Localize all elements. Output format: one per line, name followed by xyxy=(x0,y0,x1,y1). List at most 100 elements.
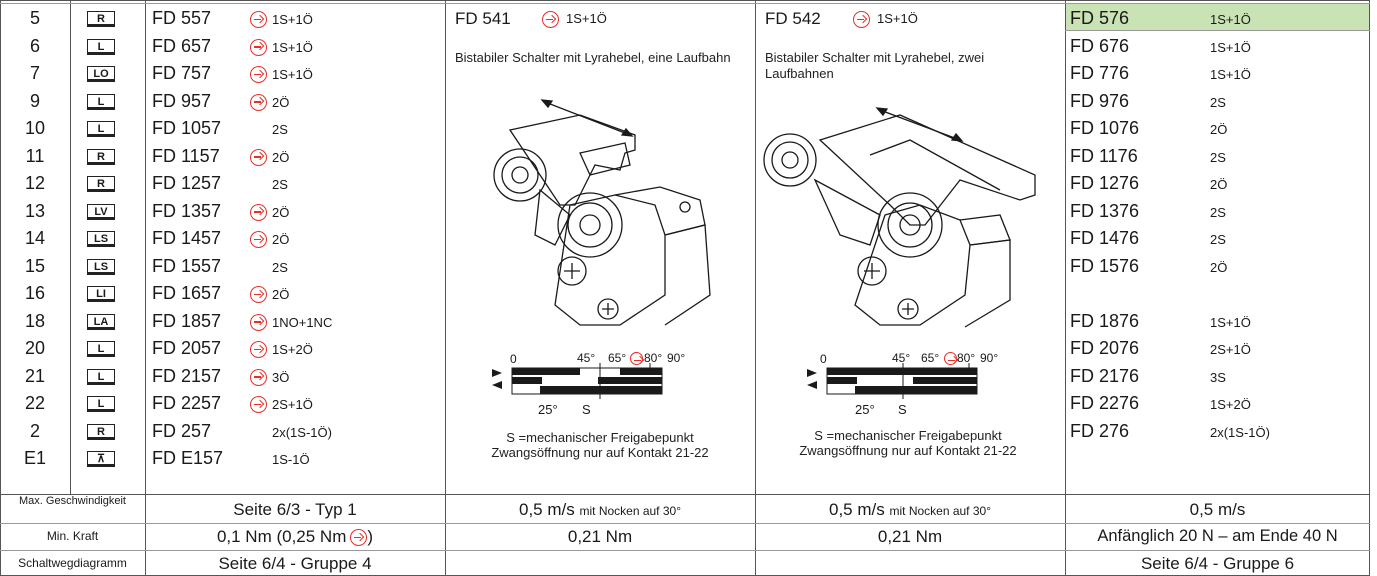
part-number: FD 1476 xyxy=(1070,228,1140,248)
actuator-code-badge: LI xyxy=(87,286,115,302)
diagram-65: 65° xyxy=(608,351,627,365)
part-number: FD 676 xyxy=(1070,35,1130,56)
positive-opening-icon xyxy=(250,93,267,111)
positive-opening-icon xyxy=(250,231,267,248)
row-number: 21 xyxy=(24,365,46,386)
part-number: FD 1057 xyxy=(152,118,222,138)
part-number: FD 757 xyxy=(152,63,212,83)
actuator-code-badge: R xyxy=(87,148,115,165)
diagram-45: 45° xyxy=(892,351,911,365)
contact-type: 1S-1Ö xyxy=(272,452,310,467)
row-number: 6 xyxy=(29,35,40,56)
row-number: 2 xyxy=(29,420,40,441)
fd542-note: S =mechanischer Freigabepunkt Zwangsöffn… xyxy=(758,428,1058,458)
diagram-label: Schaltwegdiagramm xyxy=(18,556,127,570)
actuator-code-badge: LV xyxy=(87,203,115,220)
part-number: FD 1157 xyxy=(152,145,220,166)
contact-type: 2Ö xyxy=(272,94,290,110)
diagram-45: 45° xyxy=(577,351,596,365)
positive-opening-icon xyxy=(630,352,643,365)
part-number: FD 1876 xyxy=(1070,310,1140,331)
part-number: FD 1357 xyxy=(152,200,222,221)
contact-type: 2S xyxy=(272,177,288,192)
diagram-80: 80° xyxy=(644,351,663,365)
contact-type: 2Ö xyxy=(272,204,290,220)
contact-type: 2S+1Ö xyxy=(272,397,313,412)
part-number: FD 2157 xyxy=(152,365,222,386)
contact-type: 2x(1S-1Ö) xyxy=(272,424,332,440)
positive-opening-icon xyxy=(250,203,267,221)
part-number: FD 1276 xyxy=(1070,173,1140,193)
contact-type: 1S+1Ö xyxy=(1210,314,1251,330)
part-number: FD 1457 xyxy=(152,228,222,248)
contact-type: 2Ö xyxy=(1210,177,1228,192)
contact-type: 2Ö xyxy=(272,149,290,165)
positive-opening-note: Zwangsöffnung nur auf Kontakt 21-22 xyxy=(799,443,1017,458)
diagram-25: 25° xyxy=(538,402,558,417)
positive-opening-icon xyxy=(250,313,267,331)
actuator-code-badge: R xyxy=(87,11,115,27)
actuator-code-badge: R xyxy=(87,176,115,192)
contact-type: 1S+1Ö xyxy=(272,39,313,55)
speed-label: Max. Geschwindigkeit xyxy=(19,495,126,507)
contact-type: 3S xyxy=(1210,369,1226,385)
contact-type: 2Ö xyxy=(272,232,290,247)
positive-opening-icon xyxy=(250,368,267,386)
actuator-code-badge: L xyxy=(87,396,115,412)
fd541-contact: 1S+1Ö xyxy=(566,11,607,26)
row-number: E1 xyxy=(23,448,47,468)
positive-opening-icon xyxy=(250,66,267,83)
part-number: FD 257 xyxy=(152,420,212,441)
row-number: 14 xyxy=(24,228,46,248)
part-number: FD 2057 xyxy=(152,338,222,358)
row-number: 12 xyxy=(24,173,46,193)
part-number: FD 557 xyxy=(152,8,212,28)
right-diagram: Seite 6/4 - Gruppe 6 xyxy=(1140,554,1295,573)
diagram-s: S xyxy=(898,402,907,417)
diagram-s: S xyxy=(582,402,591,417)
part-number: FD E157 xyxy=(152,448,224,468)
part-number: FD 576 xyxy=(1070,8,1130,28)
actuator-code-badge: L xyxy=(87,38,115,55)
part-number: FD 1176 xyxy=(1070,145,1138,166)
left-diagram: Seite 6/4 - Gruppe 4 xyxy=(218,554,372,573)
contact-type: 2Ö xyxy=(272,287,290,302)
contact-type: 1S+1Ö xyxy=(272,12,313,27)
contact-type: 2S xyxy=(272,122,288,137)
fd542-title: FD 542 xyxy=(765,9,821,28)
row-number: 10 xyxy=(24,118,46,138)
positive-opening-icon xyxy=(944,352,957,365)
diagram-zero: 0 xyxy=(510,352,517,366)
part-number: FD 1257 xyxy=(152,173,222,193)
positive-opening-note: Zwangsöffnung nur auf Kontakt 21-22 xyxy=(491,445,709,460)
contact-type: 2x(1S-1Ö) xyxy=(1210,424,1270,440)
part-number: FD 2176 xyxy=(1070,365,1140,386)
row-number: 15 xyxy=(24,255,46,276)
fd541-note: S =mechanischer Freigabepunkt Zwangsöffn… xyxy=(450,430,750,460)
actuator-code-badge: L xyxy=(87,121,115,137)
part-number: FD 657 xyxy=(152,35,212,56)
part-number: FD 976 xyxy=(1070,90,1130,111)
fd541-desc: Bistabiler Schalter mit Lyrahebel, eine … xyxy=(455,50,731,65)
diagram-25: 25° xyxy=(855,402,875,417)
actuator-code-badge: LA xyxy=(87,313,115,330)
part-number: FD 2257 xyxy=(152,393,222,413)
travel-diagram-1 xyxy=(492,363,663,399)
actuator-code-badge: ⊼ xyxy=(87,451,115,467)
contact-type: 1S+2Ö xyxy=(272,342,313,357)
row-number: 22 xyxy=(24,393,46,413)
left-speed: Seite 6/3 - Typ 1 xyxy=(233,500,357,519)
positive-opening-icon xyxy=(853,11,870,28)
diagram-65: 65° xyxy=(921,351,940,365)
contact-type: 2S xyxy=(1210,149,1226,165)
fd541-force: 0,21 Nm xyxy=(567,527,633,546)
release-point-note: S =mechanischer Freigabepunkt xyxy=(814,428,1002,443)
positive-opening-icon xyxy=(250,148,267,166)
travel-diagram-2 xyxy=(807,363,978,399)
contact-type: 2Ö xyxy=(1210,259,1228,275)
row-number: 18 xyxy=(24,310,46,331)
positive-opening-icon xyxy=(542,11,559,28)
highlight-cell xyxy=(1066,3,1369,30)
row-number: 5 xyxy=(29,8,40,28)
fd542-speed: 0,5 m/s mit Nocken auf 30° xyxy=(829,500,991,519)
